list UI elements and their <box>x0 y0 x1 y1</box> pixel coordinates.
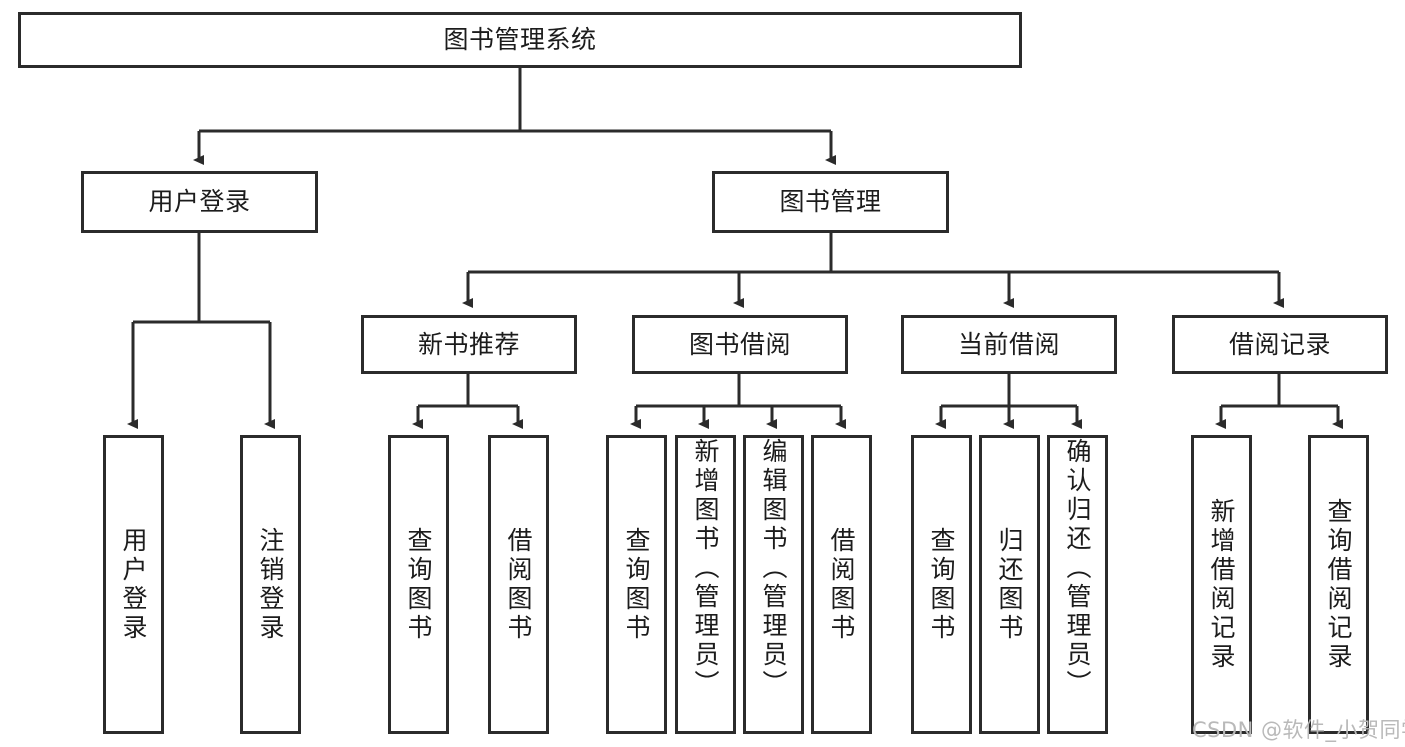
node-label: 新书推荐 <box>417 329 520 359</box>
node-label: 查询图书 <box>622 526 651 643</box>
leaf-edit-book-admin[interactable]: 编辑图书（管理员） <box>743 435 804 734</box>
node-label: 编辑图书（管理员） <box>759 438 788 699</box>
leaf-query-book-borrow[interactable]: 查询图书 <box>606 435 667 734</box>
leaf-confirm-return-admin[interactable]: 确认归还（管理员） <box>1047 435 1108 734</box>
node-label: 新增图书（管理员） <box>691 438 720 699</box>
node-user-login[interactable]: 用户登录 <box>81 171 318 233</box>
node-borrow-record[interactable]: 借阅记录 <box>1172 315 1388 374</box>
leaf-user-login[interactable]: 用户登录 <box>103 435 164 734</box>
leaf-borrow-book[interactable]: 借阅图书 <box>811 435 872 734</box>
node-label: 当前借阅 <box>957 329 1060 359</box>
node-label: 用户登录 <box>119 526 148 643</box>
node-label: 查询图书 <box>404 526 433 643</box>
node-label: 注销登录 <box>256 526 285 643</box>
leaf-query-book-recommend[interactable]: 查询图书 <box>388 435 449 734</box>
leaf-add-borrow-record[interactable]: 新增借阅记录 <box>1191 435 1252 734</box>
node-label: 用户登录 <box>148 187 251 216</box>
leaf-query-book-current[interactable]: 查询图书 <box>911 435 972 734</box>
node-label: 图书管理 <box>779 187 882 216</box>
csdn-watermark: CSDN @软件_小贺同学 <box>1192 718 1405 742</box>
node-label: 归还图书 <box>995 526 1024 643</box>
node-label: 借阅记录 <box>1228 329 1331 359</box>
leaf-borrow-book-recommend[interactable]: 借阅图书 <box>488 435 549 734</box>
node-book-borrow[interactable]: 图书借阅 <box>632 315 848 374</box>
leaf-query-borrow-record[interactable]: 查询借阅记录 <box>1308 435 1369 734</box>
node-label: 借阅图书 <box>504 526 533 643</box>
node-label: 查询借阅记录 <box>1324 497 1353 672</box>
node-label: 图书借阅 <box>688 329 791 359</box>
node-label: 新增借阅记录 <box>1207 497 1236 672</box>
leaf-add-book-admin[interactable]: 新增图书（管理员） <box>675 435 736 734</box>
node-new-book-recommend[interactable]: 新书推荐 <box>361 315 577 374</box>
node-root-system[interactable]: 图书管理系统 <box>18 12 1022 68</box>
node-current-borrow[interactable]: 当前借阅 <box>901 315 1117 374</box>
node-label: 确认归还（管理员） <box>1063 438 1092 699</box>
node-label: 图书管理系统 <box>443 25 597 54</box>
leaf-return-book[interactable]: 归还图书 <box>979 435 1040 734</box>
node-book-management[interactable]: 图书管理 <box>712 171 949 233</box>
leaf-logout[interactable]: 注销登录 <box>240 435 301 734</box>
node-label: 查询图书 <box>927 526 956 643</box>
node-label: 借阅图书 <box>827 526 856 643</box>
